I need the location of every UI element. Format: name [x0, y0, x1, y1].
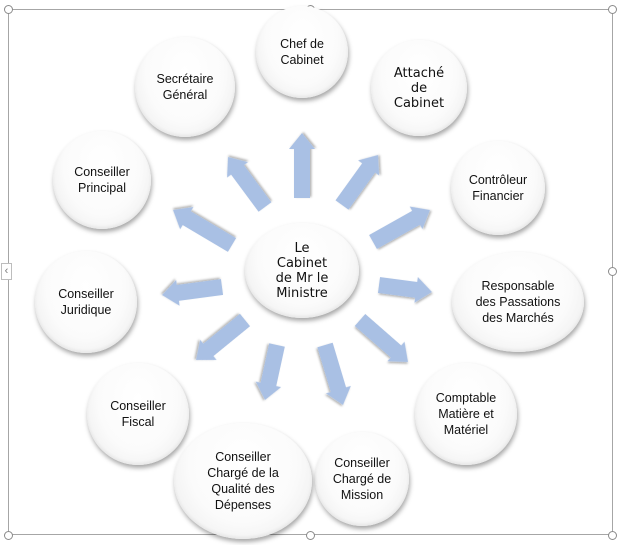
arrow-to-attache [335, 155, 380, 210]
resize-handle-bottom-left[interactable] [4, 531, 13, 540]
arrow-to-responsable [377, 277, 433, 303]
resize-handle-bottom-right[interactable] [608, 531, 617, 540]
arrow-to-controleur [369, 206, 430, 249]
arrow-to-fiscal [196, 313, 251, 361]
arrow-to-comptable [354, 313, 409, 363]
node-label: Secrétaire Général [156, 72, 214, 102]
resize-handle-bottom-center[interactable] [306, 531, 315, 540]
node-conseiller-juridique[interactable]: Conseiller Juridique [35, 251, 137, 353]
arrow-to-secretaire [227, 157, 272, 212]
node-label: Attaché de Cabinet [393, 65, 445, 111]
node-label: Conseiller Chargé de Mission [332, 456, 392, 502]
node-label: Conseiller Chargé de la Qualité des Dépe… [207, 450, 279, 512]
arrow-to-juridique [162, 279, 224, 306]
node-label: Responsable des Passations des Marchés [475, 279, 561, 325]
resize-handle-middle-right[interactable] [608, 267, 617, 276]
arrow-to-mission [317, 342, 351, 405]
chevron-left-icon: ‹ [4, 265, 9, 277]
node-label: Chef de Cabinet [280, 37, 324, 67]
resize-handle-top-right[interactable] [608, 5, 617, 14]
node-label: Conseiller Fiscal [110, 399, 166, 429]
arrow-to-principal [173, 206, 237, 252]
arrow-to-qualite [255, 343, 285, 401]
node-conseiller-qualite-depenses[interactable]: Conseiller Chargé de la Qualité des Dépe… [174, 423, 312, 539]
node-label: Comptable Matière et Matériel [435, 391, 497, 437]
node-label: Conseiller Juridique [58, 287, 114, 317]
arrow-to-chef [289, 133, 315, 198]
node-controleur-financier[interactable]: Contrôleur Financier [451, 141, 545, 235]
node-responsable-passations[interactable]: Responsable des Passations des Marchés [452, 252, 584, 352]
node-conseiller-principal[interactable]: Conseiller Principal [53, 131, 151, 229]
node-label: Conseiller Principal [74, 165, 130, 195]
node-conseiller-mission[interactable]: Conseiller Chargé de Mission [315, 432, 409, 526]
node-chef-de-cabinet[interactable]: Chef de Cabinet [256, 6, 348, 98]
node-label: Contrôleur Financier [468, 173, 528, 203]
center-node[interactable]: Le Cabinet de Mr le Ministre [245, 223, 359, 318]
center-node-label: Le Cabinet de Mr le Ministre [275, 240, 329, 301]
node-attache-de-cabinet[interactable]: Attaché de Cabinet [371, 40, 467, 136]
node-conseiller-fiscal[interactable]: Conseiller Fiscal [87, 363, 189, 465]
resize-handle-top-left[interactable] [4, 5, 13, 14]
node-secretaire-general[interactable]: Secrétaire Général [135, 37, 235, 137]
node-comptable-matiere[interactable]: Comptable Matière et Matériel [415, 363, 517, 465]
text-pane-toggle-button[interactable]: ‹ [1, 263, 12, 280]
